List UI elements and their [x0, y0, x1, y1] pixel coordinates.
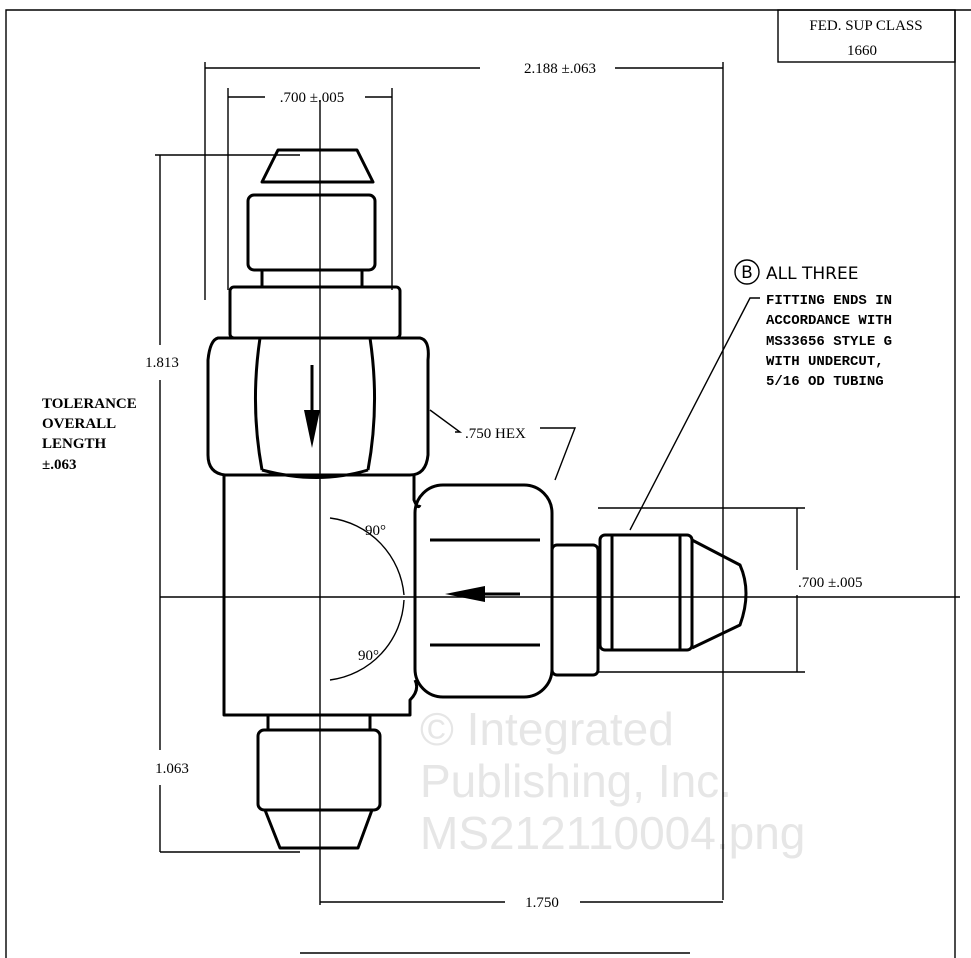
callout-line: FITTING ENDS IN [766, 293, 892, 309]
watermark-line: © Integrated [420, 703, 674, 755]
dim-top-fitting-hex: .700 ±.005 [280, 90, 344, 106]
dim-overall-width: 2.188 ±.063 [524, 61, 596, 77]
sheet-border [5, 9, 971, 958]
title-block-class-number: 1660 [847, 43, 877, 59]
flow-arrow-left [445, 586, 520, 602]
tolerance-note-line: TOLERANCE [42, 396, 137, 412]
angle-lower: 90° [358, 648, 379, 664]
tolerance-note-line: OVERALL [42, 416, 116, 432]
title-block-class-label: FED. SUP CLASS [809, 18, 922, 34]
flow-arrow-down [304, 365, 320, 448]
dim-hex-size: .750 HEX [465, 426, 526, 442]
tee-body [222, 475, 422, 717]
top-fitting [206, 148, 430, 479]
dim-lower-length: 1.063 [155, 761, 189, 777]
callout-marker: B [741, 263, 753, 283]
callout-note: B ALL THREE FITTING ENDS IN ACCORDANCE W… [734, 259, 892, 390]
callout-line: WITH UNDERCUT, [766, 354, 884, 370]
tolerance-note-line: LENGTH [42, 436, 107, 452]
dimension-lines [155, 62, 805, 903]
callout-line: 5/16 OD TUBING [766, 374, 884, 390]
callout-heading: ALL THREE [766, 264, 858, 284]
watermark-line: MS212110004.png [420, 807, 805, 859]
angle-upper: 90° [365, 523, 386, 539]
callout-line: MS33656 STYLE G [766, 334, 892, 350]
callout-marker-circle [734, 259, 760, 285]
watermark-line: Publishing, Inc. [420, 755, 732, 807]
bottom-fitting [256, 715, 382, 850]
dim-right-fitting-hex: .700 ±.005 [798, 575, 862, 591]
watermark: © Integrated Publishing, Inc. MS21211000… [420, 703, 805, 859]
centerlines [160, 100, 960, 905]
tolerance-note-line: ±.063 [42, 457, 76, 473]
dim-upper-length: 1.813 [145, 355, 179, 371]
callout-line: ACCORDANCE WITH [766, 313, 892, 329]
tolerance-note: TOLERANCE OVERALL LENGTH ±.063 [42, 396, 137, 473]
dim-side-length: 1.750 [525, 895, 559, 911]
side-fitting [413, 483, 748, 699]
